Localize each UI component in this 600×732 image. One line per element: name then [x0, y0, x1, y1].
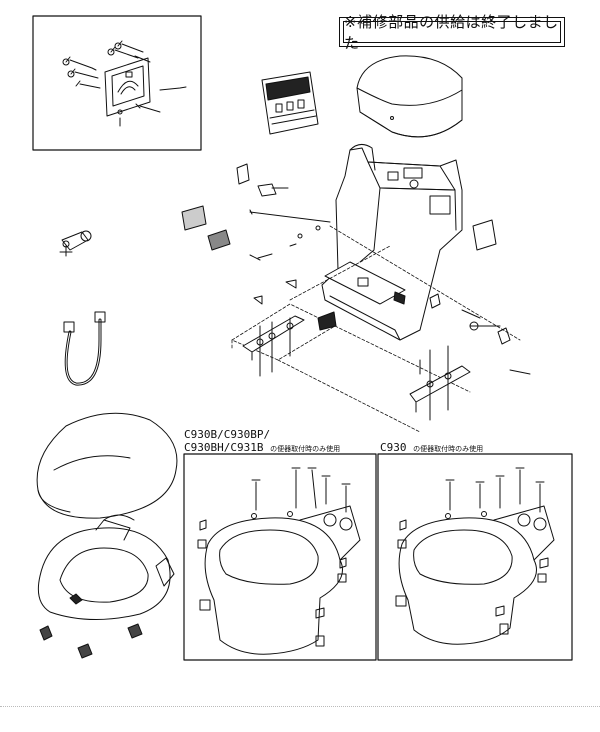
remote-control	[261, 71, 319, 135]
label-left-line1: C930B/C930BP/	[184, 428, 271, 441]
water-valve	[59, 230, 92, 257]
wall-bracket-box	[32, 15, 202, 151]
side-panels	[429, 219, 511, 345]
mounting-plate-left	[242, 279, 337, 377]
small-parts-left	[181, 163, 331, 261]
notice-box: ※補修部品の供給は終了しました	[339, 13, 565, 52]
toilet-seat	[37, 514, 175, 659]
bowl-box-right	[377, 453, 573, 661]
label-left-line2: C930BH/C931B の便器取付時のみ使用	[184, 442, 340, 455]
notice-text: ※補修部品の供給は終了しました	[343, 13, 561, 52]
tank-body	[321, 144, 463, 341]
label-left-note: の便器取付時のみ使用	[270, 445, 341, 453]
tank-cover	[356, 55, 463, 138]
supply-hose	[63, 311, 106, 386]
bowl-box-left	[183, 453, 377, 661]
label-left-models: C930BH/C931B	[184, 441, 264, 454]
dashed-guide-lines	[231, 225, 521, 433]
label-right: C930 の便器取付時のみ使用	[380, 442, 483, 455]
label-right-note: の便器取付時のみ使用	[413, 445, 484, 453]
mounting-plate-right	[409, 309, 531, 421]
label-right-model: C930	[380, 441, 407, 454]
seat-lid	[36, 412, 178, 519]
footer-divider	[0, 706, 600, 707]
